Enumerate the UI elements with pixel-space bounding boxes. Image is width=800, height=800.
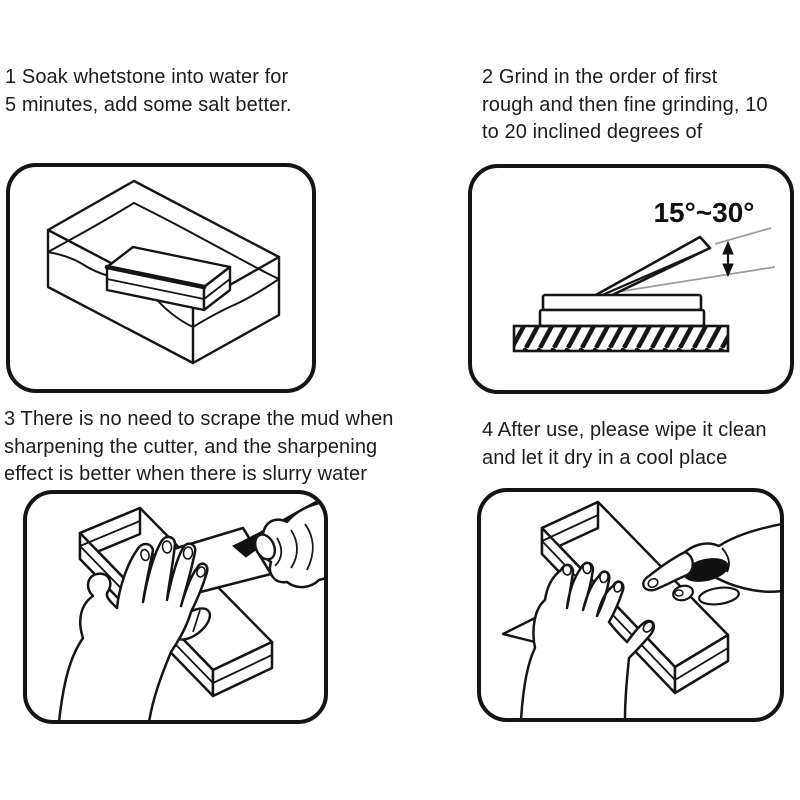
whetstone-soaking-illustration bbox=[46, 179, 281, 365]
fingernails bbox=[140, 540, 206, 578]
left-hand bbox=[57, 535, 209, 720]
caption-line: 3 There is no need to scrape the mud whe… bbox=[4, 408, 394, 430]
lower-angle-guide-line bbox=[597, 266, 776, 296]
whetstone bbox=[538, 293, 706, 328]
knife-blade bbox=[592, 235, 712, 300]
step-3-panel bbox=[23, 490, 328, 724]
grinding-angle-illustration: 15°~30° bbox=[512, 197, 776, 353]
caption-line: and let it dry in a cool place bbox=[482, 446, 728, 469]
wiping-illustration bbox=[501, 500, 780, 718]
caption-line: 1 Soak whetstone into water for bbox=[5, 66, 289, 88]
step-1-caption: 1 Soak whetstone into water for 5 minute… bbox=[5, 64, 315, 119]
caption-line: effect is better when there is slurry wa… bbox=[4, 463, 367, 485]
right-hand-fist bbox=[253, 501, 324, 589]
caption-line: 4 After use, please wipe it clean bbox=[482, 419, 767, 441]
step-3-caption: 3 There is no need to scrape the mud whe… bbox=[4, 406, 414, 489]
thumb bbox=[253, 533, 277, 561]
left-hand bbox=[519, 561, 656, 718]
blade-edge-line bbox=[599, 248, 707, 298]
upper-angle-guide-line bbox=[714, 227, 772, 245]
step-2-caption: 2 Grind in the order of first rough and … bbox=[482, 64, 794, 147]
caption-line: to 20 inclined degrees of bbox=[482, 121, 703, 143]
step-1-panel bbox=[6, 163, 316, 393]
table-base bbox=[512, 324, 730, 353]
index-finger bbox=[642, 550, 694, 592]
step-4-panel bbox=[477, 488, 784, 722]
angle-range-arrow bbox=[722, 240, 734, 278]
curled-fingers bbox=[698, 586, 740, 606]
step-4-caption: 4 After use, please wipe it clean and le… bbox=[482, 417, 792, 472]
caption-line: 5 minutes, add some salt better. bbox=[5, 93, 292, 116]
caption-line: sharpening the cutter, and the sharpenin… bbox=[4, 435, 378, 458]
caption-line: 2 Grind in the order of first bbox=[482, 66, 718, 88]
whetstone-layer-lines bbox=[106, 278, 231, 300]
fingernails bbox=[562, 561, 654, 633]
sharpening-illustration bbox=[57, 496, 324, 720]
middle-fingertip bbox=[672, 584, 694, 602]
step-2-panel: 15°~30° bbox=[468, 164, 794, 394]
angle-range-label: 15°~30° bbox=[653, 197, 754, 228]
sponge bbox=[683, 558, 729, 582]
caption-line: rough and then fine grinding, 10 bbox=[482, 93, 768, 116]
fingernail bbox=[647, 577, 659, 589]
whetstone-front-edge bbox=[104, 264, 207, 290]
